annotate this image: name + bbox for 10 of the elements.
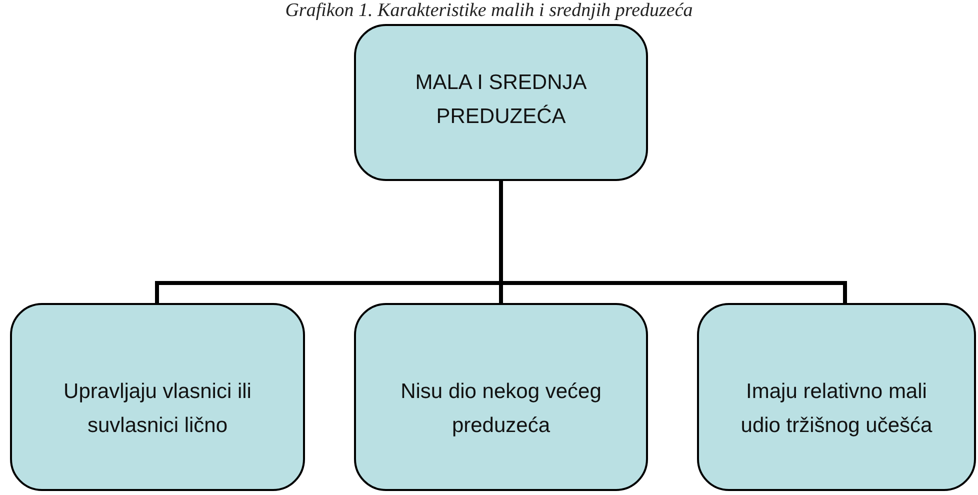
diagram-title: Grafikon 1. Karakteristike malih i srednjih preduzeća [285, 0, 693, 21]
rounded-box [697, 303, 976, 491]
rounded-box [354, 303, 648, 491]
rounded-box [354, 24, 648, 181]
rounded-box [10, 303, 305, 491]
box-text: Nisu dio nekog većeg preduzeća [400, 379, 602, 439]
box-text: MALA I SREDNJA PREDUZEĆA [414, 70, 588, 130]
box-text: Upravljaju vlasnici ili suvlasnici lično [62, 379, 252, 439]
connector-line [499, 181, 847, 303]
box-text: Imaju relativno mali udio tržišnog učešća [740, 379, 934, 439]
